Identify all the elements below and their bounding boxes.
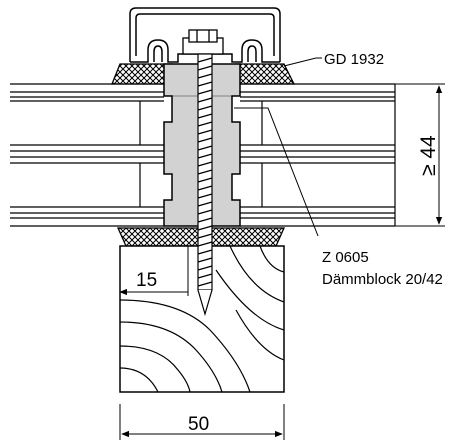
offset-dimension — [119, 246, 189, 296]
block-name-label: Dämmblock 20/42 — [322, 271, 443, 288]
screw-head — [182, 29, 224, 55]
screw — [197, 53, 213, 317]
upper-gasket-left — [111, 63, 173, 85]
sheet-left — [10, 83, 164, 227]
block-code-label: Z 0605 — [322, 249, 369, 266]
width-dimension — [119, 404, 285, 440]
leader-lines — [234, 57, 322, 237]
gasket-label: GD 1932 — [324, 51, 384, 68]
offset-dimension-label: 15 — [136, 270, 157, 291]
width-dimension-label: 50 — [188, 414, 209, 435]
height-dimension-label: ≥ 44 — [417, 135, 440, 176]
height-dimension — [395, 83, 445, 227]
upper-gasket-right — [235, 63, 296, 85]
sheet-right — [240, 83, 396, 227]
